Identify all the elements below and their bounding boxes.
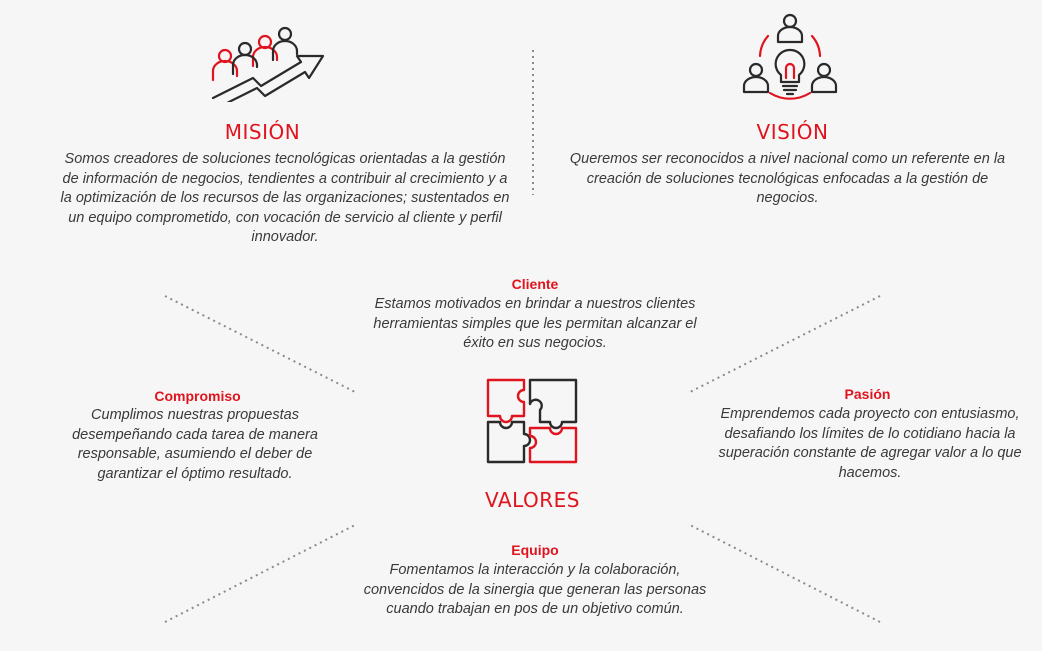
- diagonal-bottom-right: [689, 524, 881, 623]
- diagonal-top-right: [689, 295, 881, 393]
- equipo-text: Fomentamos la interacción y la colaborac…: [363, 562, 707, 617]
- valores-title: VALORES: [485, 488, 580, 512]
- pasion-title: Pasión: [844, 386, 891, 402]
- mision-text: Somos creadores de soluciones tecnológic…: [60, 151, 510, 245]
- diagonal-top-left: [164, 295, 356, 393]
- diagonal-bottom-left: [164, 524, 356, 623]
- mision-title: MISIÓN: [224, 120, 301, 144]
- vision-title: VISIÓN: [756, 120, 829, 144]
- compromiso-title: Compromiso: [154, 388, 241, 404]
- equipo-title: Equipo: [511, 542, 559, 558]
- cliente-title: Cliente: [511, 276, 559, 292]
- compromiso-text: Cumplimos nuestras propuestas desempeñan…: [72, 407, 318, 482]
- puzzle-icon: [484, 376, 580, 466]
- cliente-text: Estamos motivados en brindar a nuestros …: [373, 296, 697, 351]
- idea-team-icon: [740, 8, 840, 108]
- pasion-text: Emprendemos cada proyecto con entusiasmo…: [718, 406, 1022, 481]
- vision-text: Queremos ser reconocidos a nivel naciona…: [569, 151, 1006, 206]
- growth-team-icon: [205, 22, 330, 102]
